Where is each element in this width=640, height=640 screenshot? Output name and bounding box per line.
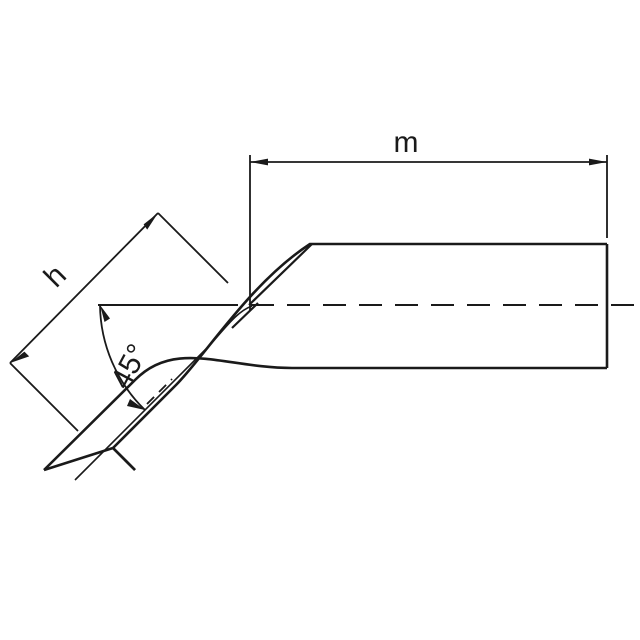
pipe-end-cut-diagonal: [43, 446, 114, 472]
dimension-angle: [99, 304, 173, 411]
dimension-m-arrow-left: [250, 158, 268, 166]
dimension-angle-arrow-end: [127, 399, 145, 410]
pipe-inner-wall: [112, 242, 607, 449]
dimension-h-arrow-lower: [10, 351, 30, 363]
miter-tick-lower: [231, 302, 259, 329]
dimension-angle-arc: [99, 304, 146, 411]
dimension-angle-label: 45°: [104, 339, 154, 395]
dimension-h-label: h: [38, 259, 73, 294]
elbow-detail-lines: [231, 243, 313, 329]
dimension-h: [9, 212, 229, 432]
dimension-m-label: m: [394, 126, 419, 159]
pipe-outline: [43, 242, 609, 472]
dimension-h-ext-upper: [157, 212, 229, 284]
dimension-angle-leader: [146, 378, 173, 405]
pipe-axis-diagonal: [74, 305, 253, 481]
dimension-m: [249, 155, 608, 310]
dimension-m-arrow-right: [589, 158, 607, 166]
dimension-h-ext-lower: [9, 362, 79, 432]
axis-diagonal-line: [74, 305, 253, 481]
pipe-end-face-diagonal: [112, 447, 136, 471]
dimension-h-line: [9, 212, 159, 364]
dimension-angle-arrow-start: [100, 305, 110, 322]
pipe-end-face-diagonal-group: [112, 447, 136, 471]
pipe-outer-wall: [43, 356, 607, 471]
miter-line-upper: [248, 243, 313, 306]
dimension-h-arrow-upper: [143, 213, 158, 230]
